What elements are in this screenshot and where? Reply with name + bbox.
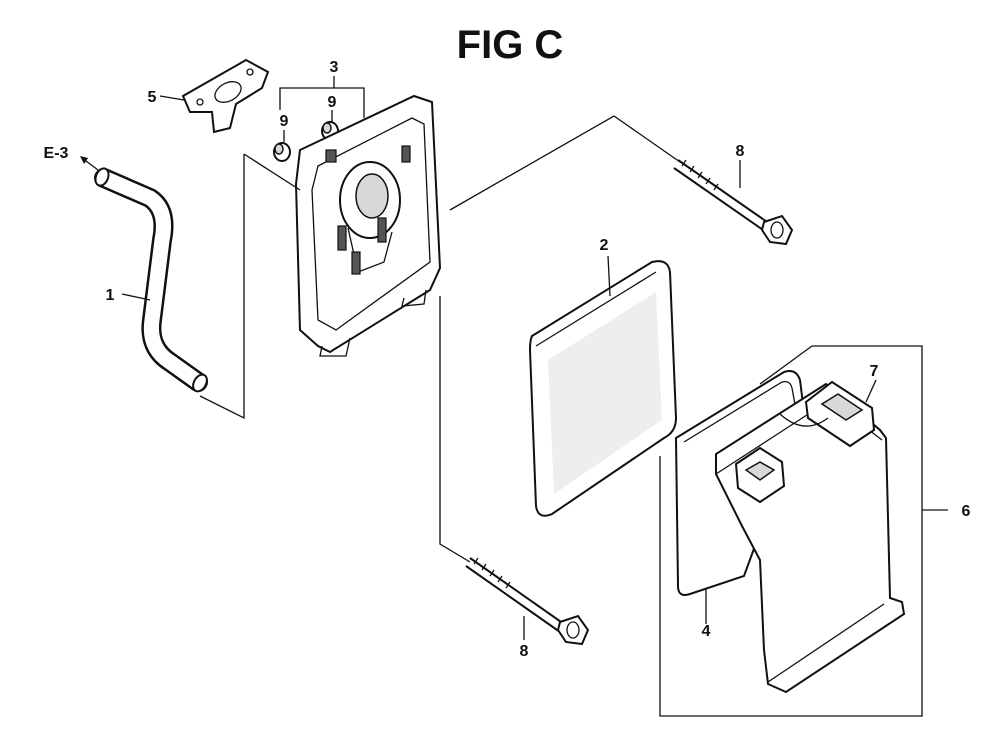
callout-5: 5: [148, 89, 157, 106]
air-cleaner-cover-part: [715, 380, 906, 694]
bolt-lower-path-line: [439, 296, 471, 563]
callout-6: 6: [962, 503, 971, 520]
reference-arrow-icon: [80, 156, 88, 164]
callout-labels: 1 2 3 4 5 6 7 8 8 9 9 E-3: [44, 59, 971, 660]
callout-3: 3: [330, 59, 339, 76]
callout-1: 1: [106, 287, 115, 304]
collar-part-left: [273, 142, 291, 162]
callout-8-lower: 8: [520, 643, 529, 660]
air-cleaner-base-part: [294, 94, 442, 357]
callout-2: 2: [600, 237, 609, 254]
leader-lines: [80, 76, 948, 717]
callout-7: 7: [870, 363, 879, 380]
filter-element-part: [528, 260, 678, 517]
gasket-part: [181, 58, 270, 134]
bolt-part-upper: [673, 159, 794, 246]
bracket-line-group-3: [279, 87, 365, 118]
breather-hose-part: [94, 167, 208, 393]
callout-9-left: 9: [280, 113, 289, 130]
bolt-part-lower: [465, 557, 590, 646]
reference-label-e3: E-3: [44, 145, 69, 162]
callout-4: 4: [702, 623, 711, 640]
hose-routing-line: [199, 154, 245, 420]
callout-8-upper: 8: [736, 143, 745, 160]
figure-title: FIG C: [457, 23, 564, 67]
bolt-upper-path-line: [449, 115, 681, 211]
cover-group-bracket: [659, 345, 923, 717]
callout-9-right: 9: [328, 94, 337, 111]
